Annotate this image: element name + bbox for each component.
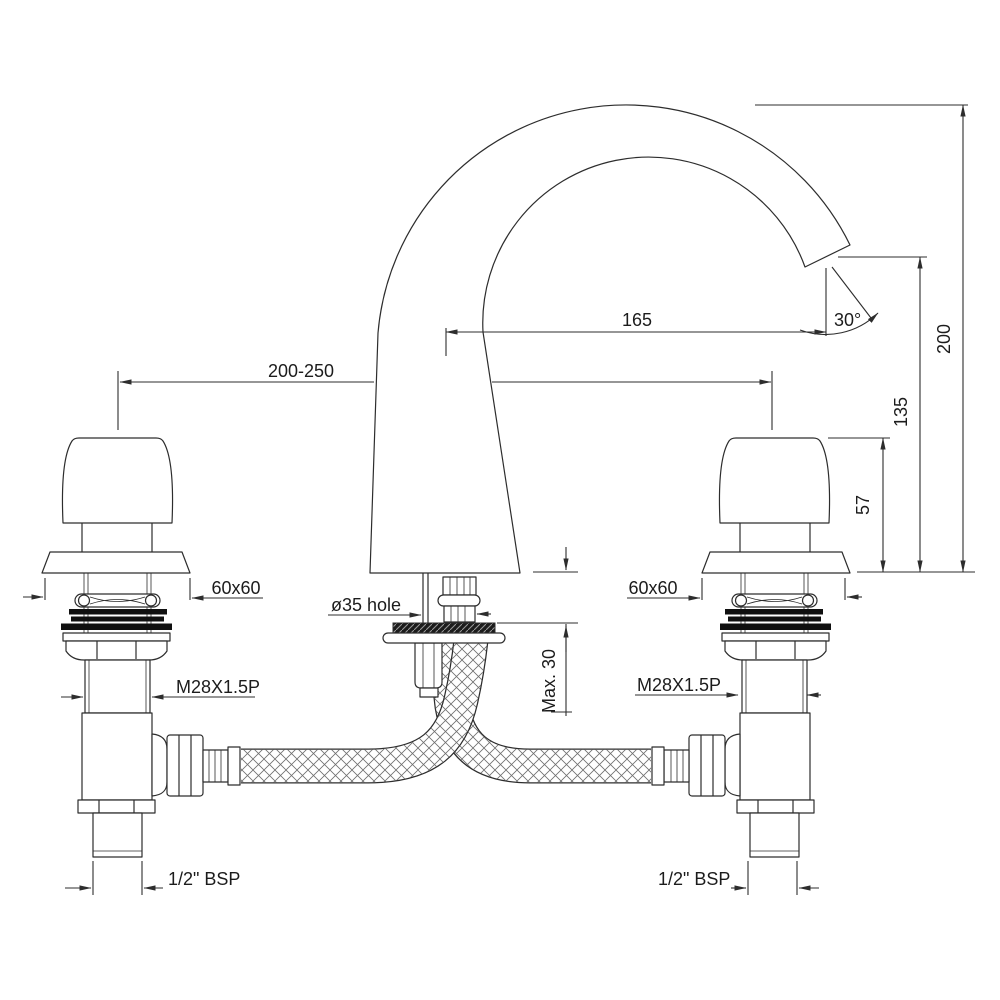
seal-stack: [61, 593, 172, 642]
port-shoulder: [151, 733, 168, 797]
dim-total-height-label: 200: [934, 324, 954, 354]
spout-mounting: [382, 573, 506, 698]
compression-nut: [166, 734, 204, 797]
right-valve-assembly: [651, 437, 851, 858]
dim-spout-angle-label: 30°: [834, 310, 861, 330]
spout-outline: [369, 104, 851, 574]
dim-mounting-hole: ø35 hole: [328, 595, 491, 618]
escutcheon: [41, 551, 191, 574]
dim-handle-spread-label: 200-250: [268, 361, 334, 381]
dim-handle-height: 57: [828, 437, 890, 573]
dim-total-height: 200: [755, 104, 968, 573]
handle: [61, 437, 174, 524]
body-collar: [77, 799, 156, 814]
dim-inlet-left: 1/2" BSP: [65, 861, 240, 895]
dim-escutcheon-left-label: 60x60: [211, 578, 260, 598]
dim-mounting-hole-label: ø35 hole: [331, 595, 401, 615]
thread-section: [84, 659, 151, 714]
dim-outlet-height: 135: [838, 256, 927, 573]
base-flange: [392, 622, 496, 635]
dim-handle-spread: 200-250: [117, 361, 773, 430]
dim-inlet-right: 1/2" BSP: [658, 861, 819, 895]
dim-spout-reach: 165: [445, 268, 827, 356]
dim-escutcheon-right-label: 60x60: [628, 578, 677, 598]
hex-adapter: [414, 642, 443, 689]
horseshoe-washer: [382, 632, 506, 644]
dim-thread-right-label: M28X1.5P: [637, 675, 721, 695]
dim-inlet-right-label: 1/2" BSP: [658, 869, 730, 889]
dim-escutcheon-right: 60x60: [627, 578, 862, 601]
inlet-tail: [92, 812, 143, 858]
adapter-tip: [419, 687, 439, 698]
dim-thread-left-label: M28X1.5P: [176, 677, 260, 697]
dim-thread-right: M28X1.5P: [635, 675, 821, 698]
dim-spout-reach-label: 165: [622, 310, 652, 330]
dim-inlet-left-label: 1/2" BSP: [168, 869, 240, 889]
dim-outlet-height-label: 135: [891, 397, 911, 427]
hose-collar: [227, 746, 241, 786]
valve-body: [81, 712, 153, 801]
dim-spout-angle: 30°: [799, 266, 879, 335]
spout: [369, 104, 851, 574]
dim-handle-height-label: 57: [853, 495, 873, 515]
threaded-tail: [437, 576, 481, 623]
ferrule: [202, 749, 229, 783]
mounting-nut: [65, 640, 168, 661]
dim-max-deck-thickness: Max. 30: [497, 547, 578, 716]
dim-max-deck-thickness-label: Max. 30: [539, 649, 559, 713]
left-valve-assembly: [41, 437, 241, 858]
dim-escutcheon-left: 60x60: [23, 578, 263, 601]
dim-thread-left: M28X1.5P: [61, 677, 260, 700]
hose-left: [241, 638, 489, 784]
